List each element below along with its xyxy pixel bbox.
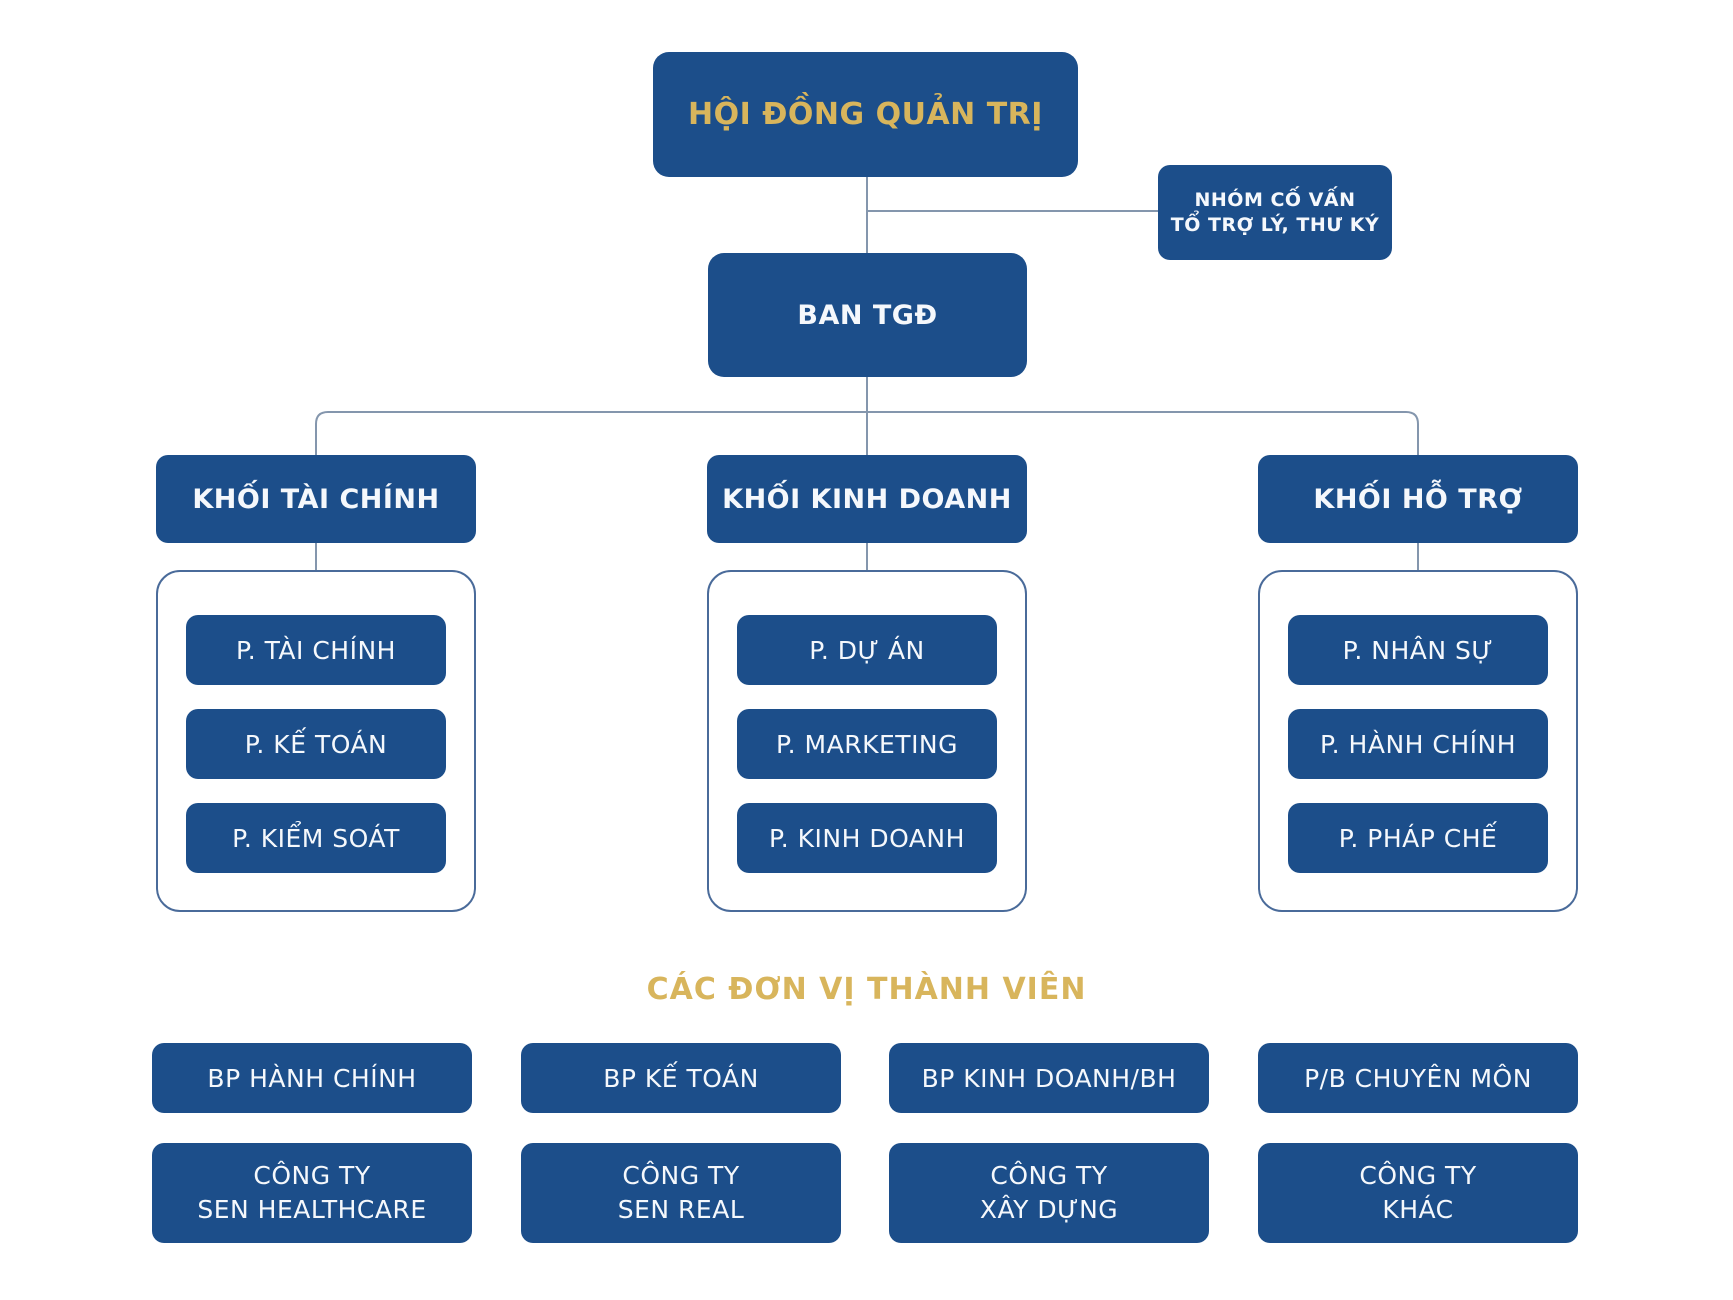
subsidiary-box-sen-real: CÔNG TY SEN REAL — [521, 1143, 841, 1243]
department-label: P. KIỂM SOÁT — [232, 823, 400, 853]
department-label: P. HÀNH CHÍNH — [1319, 729, 1517, 759]
subsidiary-label: CÔNG TY SEN REAL — [617, 1161, 745, 1224]
department-label: P. KINH DOANH — [769, 823, 965, 853]
department-box-marketing: P. MARKETING — [737, 709, 997, 779]
subsidiary-box-sen-healthcare: CÔNG TY SEN HEALTHCARE — [152, 1143, 472, 1243]
member-unit-box-kinh-doanh-bh: BP KINH DOANH/BH — [889, 1043, 1209, 1113]
department-box-phap-che: P. PHÁP CHẾ — [1288, 803, 1548, 873]
department-box-nhan-su: P. NHÂN SỰ — [1288, 615, 1548, 685]
division-box-support: KHỐI HỖ TRỢ — [1258, 455, 1578, 543]
advisor-box: NHÓM CỐ VẤN TỔ TRỢ LÝ, THƯ KÝ — [1158, 165, 1392, 260]
subsidiary-box-khac: CÔNG TY KHÁC — [1258, 1143, 1578, 1243]
ceo-label: BAN TGĐ — [797, 299, 938, 331]
member-unit-label: P/B CHUYÊN MÔN — [1304, 1063, 1532, 1093]
board-label: HỘI ĐỒNG QUẢN TRỊ — [688, 97, 1043, 132]
subsidiary-label: CÔNG TY SEN HEALTHCARE — [197, 1161, 427, 1224]
department-label: P. MARKETING — [775, 729, 959, 759]
division-container-support — [1258, 570, 1578, 912]
board-box: HỘI ĐỒNG QUẢN TRỊ — [653, 52, 1078, 177]
division-container-business — [707, 570, 1027, 912]
department-box-tai-chinh: P. TÀI CHÍNH — [186, 615, 446, 685]
department-box-kiem-soat: P. KIỂM SOÁT — [186, 803, 446, 873]
member-unit-label: BP KẾ TOÁN — [603, 1063, 759, 1093]
division-label-support: KHỐI HỖ TRỢ — [1313, 483, 1523, 515]
division-container-finance — [156, 570, 476, 912]
department-box-ke-toan: P. KẾ TOÁN — [186, 709, 446, 779]
members-section-heading: CÁC ĐƠN VỊ THÀNH VIÊN — [646, 972, 1087, 1007]
member-unit-box-ke-toan: BP KẾ TOÁN — [521, 1043, 841, 1113]
division-label-business: KHỐI KINH DOANH — [722, 483, 1012, 515]
department-label: P. KẾ TOÁN — [244, 729, 388, 759]
department-label: P. TÀI CHÍNH — [236, 635, 396, 665]
department-box-du-an: P. DỰ ÁN — [737, 615, 997, 685]
department-label: P. DỰ ÁN — [809, 635, 925, 665]
subsidiary-label: CÔNG TY XÂY DỰNG — [979, 1161, 1119, 1224]
member-unit-label: BP HÀNH CHÍNH — [207, 1063, 417, 1093]
ceo-box: BAN TGĐ — [708, 253, 1027, 377]
division-box-business: KHỐI KINH DOANH — [707, 455, 1027, 543]
subsidiary-box-xay-dung: CÔNG TY XÂY DỰNG — [889, 1143, 1209, 1243]
member-unit-label: BP KINH DOANH/BH — [921, 1063, 1177, 1093]
connector-distributor — [315, 411, 1419, 456]
subsidiary-label: CÔNG TY KHÁC — [1359, 1161, 1477, 1224]
advisor-label: NHÓM CỐ VẤN TỔ TRỢ LÝ, THƯ KÝ — [1170, 188, 1380, 236]
division-box-finance: KHỐI TÀI CHÍNH — [156, 455, 476, 543]
member-unit-box-chuyen-mon: P/B CHUYÊN MÔN — [1258, 1043, 1578, 1113]
department-box-hanh-chinh: P. HÀNH CHÍNH — [1288, 709, 1548, 779]
member-unit-box-hanh-chinh: BP HÀNH CHÍNH — [152, 1043, 472, 1113]
division-label-finance: KHỐI TÀI CHÍNH — [192, 483, 440, 515]
department-label: P. NHÂN SỰ — [1342, 635, 1494, 665]
department-box-kinh-doanh: P. KINH DOANH — [737, 803, 997, 873]
department-label: P. PHÁP CHẾ — [1338, 823, 1498, 853]
